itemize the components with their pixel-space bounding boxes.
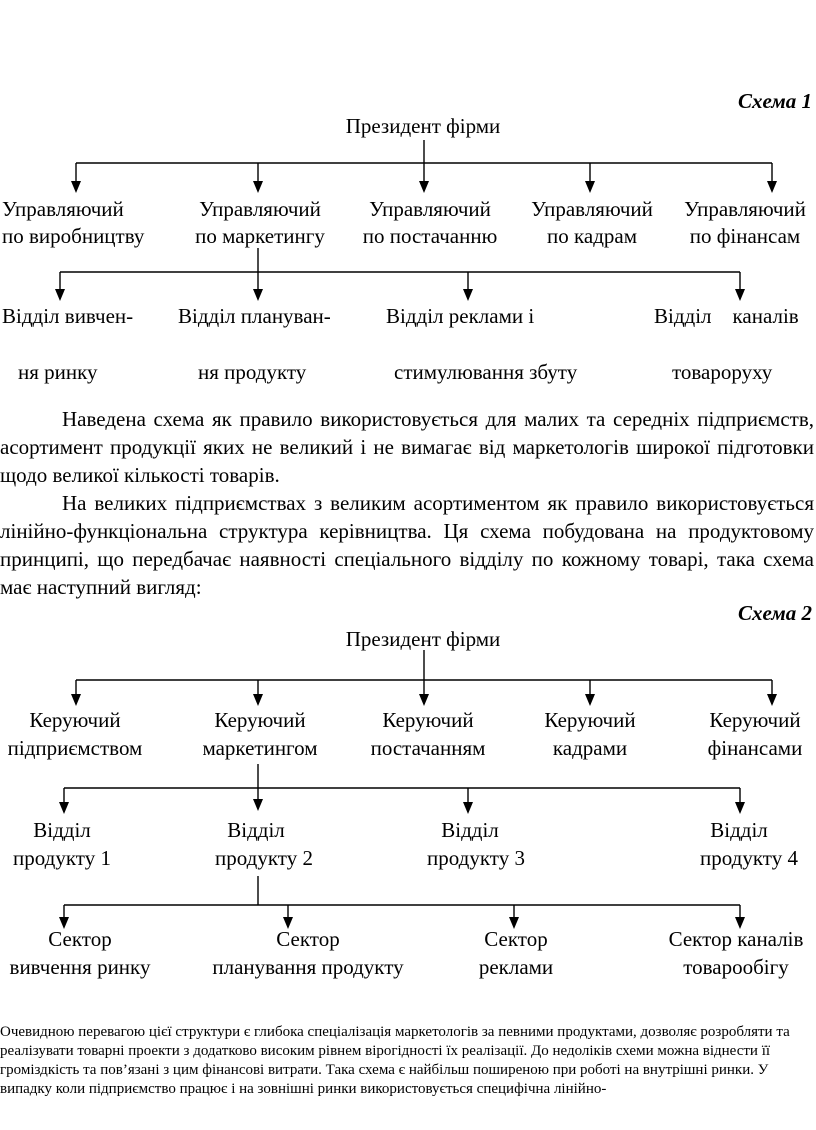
scheme2-sector-product-planning-l1: Сектор	[276, 927, 340, 951]
scheme1-manager-finance-title: Управляючий	[684, 197, 806, 221]
scheme2-manager-enterprise-title: Керуючий	[29, 708, 121, 732]
paragraph-small-business-text: Наведена схема як правило використовуєть…	[0, 407, 814, 487]
scheme2-dept-product1-l1: Відділ	[33, 818, 91, 842]
scheme2-label: Схема 2	[738, 601, 812, 625]
scheme2-sector-distribution-l1: Сектор каналів	[668, 927, 804, 951]
scheme1-dept-market-research-l2: ня ринку	[18, 360, 98, 384]
paragraph-large-business-text: На великих підприємствах з великим асорт…	[0, 491, 814, 599]
scheme2-president: Президент фірми	[345, 627, 501, 651]
scheme2-sector-market-research-l1: Сектор	[48, 927, 112, 951]
scheme2-manager-enterprise-area: підприємством	[7, 736, 143, 760]
scheme1-manager-production-title: Управляючий	[2, 197, 124, 221]
scheme2-sector-product-planning-l2: планування продукту	[212, 955, 404, 979]
paragraph-small-business: Наведена схема як правило використовуєть…	[0, 405, 814, 489]
scheme2-manager-finance-title: Керуючий	[709, 708, 801, 732]
scheme1-president: Президент фірми	[345, 114, 501, 138]
scheme1-dept-advertising-l1: Відділ реклами і	[386, 304, 535, 328]
scheme1-manager-supply-title: Управляючий	[369, 197, 491, 221]
scheme2-sector-market-research-l2: вивчення ринку	[9, 955, 151, 979]
scheme2-dept-product4-l2: продукту 4	[700, 846, 798, 870]
scheme2-dept-product1-l2: продукту 1	[13, 846, 111, 870]
scheme1-manager-hr-title: Управляючий	[531, 197, 653, 221]
scheme2-manager-supply-title: Керуючий	[382, 708, 474, 732]
scheme2-manager-marketing-area: маркетингом	[202, 736, 318, 760]
scheme2-manager-hr-area: кадрами	[552, 736, 628, 760]
scheme1-manager-finance-area: по фінансам	[689, 224, 801, 248]
scheme1-dept-product-planning-l1: Відділ плануван-	[178, 304, 331, 328]
scheme1-label: Схема 1	[738, 89, 812, 113]
scheme2-dept-product3-l2: продукту 3	[427, 846, 525, 870]
scheme1-dept-product-planning-l2: ня продукту	[198, 360, 307, 384]
scheme2-dept-product2-l2: продукту 2	[215, 846, 313, 870]
scheme1-dept-distribution-l2: товароруху	[672, 360, 773, 384]
paragraph-large-business: На великих підприємствах з великим асорт…	[0, 489, 814, 601]
scheme1-dept-advertising-l2: стимулювання збуту	[394, 360, 578, 384]
scheme1-dept-distribution-l1: Відділ каналів	[654, 304, 799, 328]
scheme1-manager-marketing-area: по маркетингу	[195, 224, 325, 248]
footer-paragraph: Очевидною перевагою цієї структури є гли…	[0, 1024, 790, 1097]
scheme2-manager-marketing-title: Керуючий	[214, 708, 306, 732]
scheme1-manager-marketing-title: Управляючий	[199, 197, 321, 221]
scheme2-manager-supply-area: постачанням	[370, 736, 486, 760]
scheme1-manager-supply-area: по постачанню	[362, 224, 498, 248]
scheme2-sector-advertising-l1: Сектор	[484, 927, 548, 951]
scheme2-dept-product4-l1: Відділ	[710, 818, 768, 842]
scheme2-sector-distribution-l2: товарообігу	[683, 955, 789, 979]
scheme2-sector-advertising-l2: реклами	[478, 955, 554, 979]
scheme2-manager-hr-title: Керуючий	[544, 708, 636, 732]
scheme1-manager-hr-area: по кадрам	[547, 224, 637, 248]
scheme2-dept-product2-l1: Відділ	[227, 818, 285, 842]
scheme2-manager-finance-area: фінансами	[707, 736, 803, 760]
scheme1-manager-production-area: по виробництву	[2, 224, 145, 248]
scheme1-dept-market-research-l1: Відділ вивчен-	[2, 304, 134, 328]
scheme2-dept-product3-l1: Відділ	[441, 818, 499, 842]
